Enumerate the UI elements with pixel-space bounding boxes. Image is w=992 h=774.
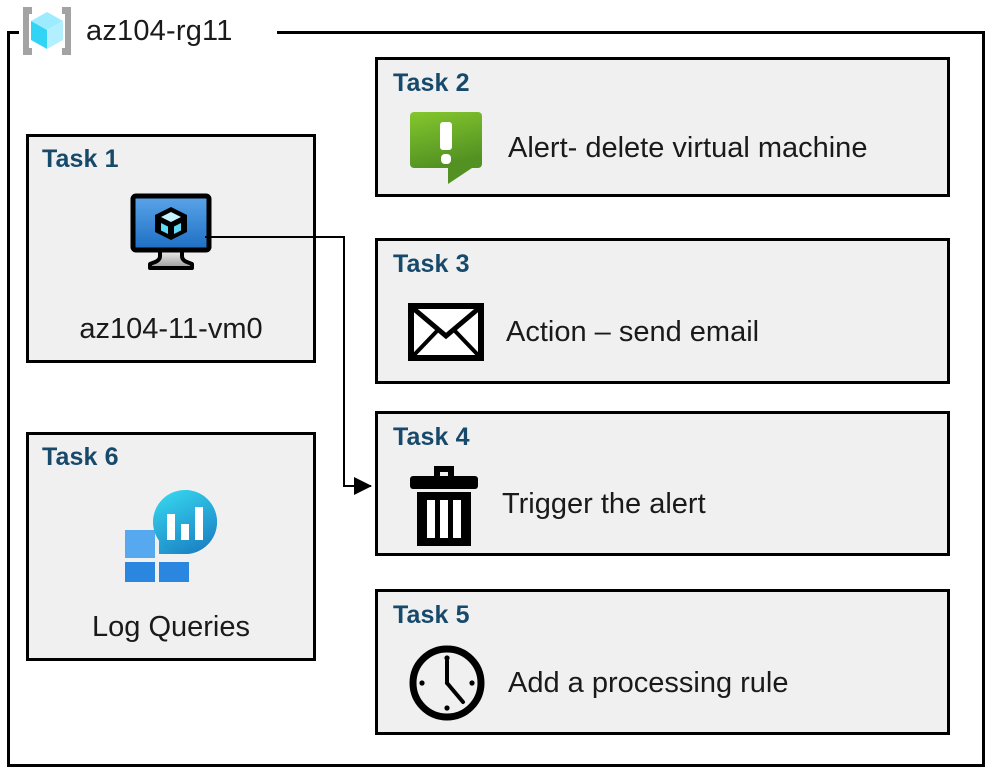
task1-title: Task 1 [42, 145, 119, 173]
envelope-icon [408, 303, 484, 361]
resource-group-header: az104-rg11 [18, 2, 233, 60]
task6-label: Log Queries [92, 611, 250, 643]
task3-label: Action – send email [506, 315, 760, 348]
log-analytics-icon [125, 490, 217, 582]
resource-group-name: az104-rg11 [86, 14, 233, 47]
task4-title: Task 4 [393, 423, 470, 451]
task1-content: az104-11-vm0 [29, 182, 313, 360]
task1-label: az104-11-vm0 [79, 313, 263, 345]
task5-label: Add a processing rule [508, 666, 789, 699]
frame-top-edge [277, 31, 985, 34]
connector-segment-vertical [343, 236, 345, 487]
clock-icon [409, 645, 485, 721]
task3-content: Action – send email [408, 289, 937, 375]
task6-title: Task 6 [42, 443, 119, 471]
task2-content: Alert- delete virtual machine [408, 108, 937, 188]
task5-content: Add a processing rule [408, 640, 937, 726]
virtual-machine-icon [130, 193, 212, 270]
task6-content: Log Queries [29, 480, 313, 658]
task2-card[interactable]: Task 2 Alert- delete virtual machine [375, 57, 950, 197]
task5-card[interactable]: Task 5 Add a processing rule [375, 589, 950, 735]
frame-left-edge [7, 31, 10, 767]
task4-label: Trigger the alert [502, 488, 706, 520]
task2-label: Alert- delete virtual machine [508, 131, 868, 164]
task2-title: Task 2 [393, 69, 470, 97]
task3-title: Task 3 [393, 250, 470, 278]
connector-segment-horizontal-top [205, 236, 345, 238]
task6-card[interactable]: Task 6 Log [26, 432, 316, 661]
alert-exclamation-icon [410, 112, 482, 184]
task4-card[interactable]: Task 4 Trigger the alert [375, 411, 950, 556]
task4-content: Trigger the alert [408, 462, 937, 547]
task3-card[interactable]: Task 3 Action – send email [375, 238, 950, 384]
task5-title: Task 5 [393, 601, 470, 629]
trash-can-icon [410, 465, 478, 546]
task1-card[interactable]: Task 1 [26, 134, 316, 363]
connector-arrowhead-icon [354, 477, 372, 495]
frame-right-edge [982, 31, 985, 767]
frame-bottom-edge [7, 764, 985, 767]
resource-group-cube-icon [23, 7, 71, 55]
frame-top-stub [7, 31, 19, 34]
